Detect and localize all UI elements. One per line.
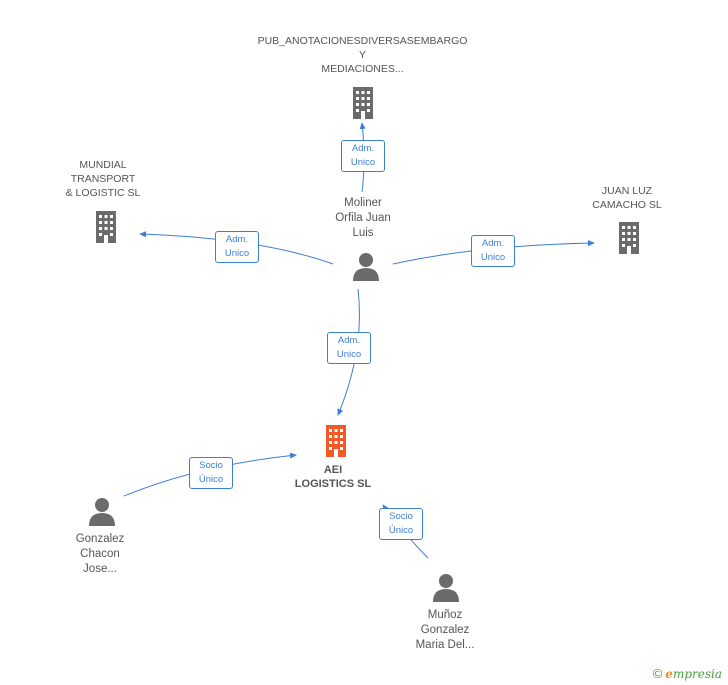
building-icon	[619, 222, 639, 254]
brand-logo-e: e	[665, 667, 673, 681]
edge-label-munoz-aei[interactable]: Socio Único	[379, 508, 423, 540]
building-icon[interactable]	[321, 423, 351, 457]
copyright-symbol: ©	[652, 666, 663, 681]
person-icon[interactable]	[87, 496, 117, 526]
brand-logo-text: mpresia	[672, 667, 722, 681]
node-label-juan-luz[interactable]: JUAN LUZ CAMACHO SL	[592, 185, 662, 211]
building-icon	[353, 87, 373, 119]
person-icon[interactable]	[351, 251, 381, 281]
edge-label-moliner-pub[interactable]: Adm. Unico	[341, 140, 385, 172]
node-label-gonzalez[interactable]: Gonzalez Chacon Jose...	[75, 533, 125, 575]
edge-label-moliner-mundial[interactable]: Adm. Unico	[215, 231, 259, 263]
edge-label-moliner-aei[interactable]: Adm. Unico	[327, 332, 371, 364]
building-icon	[96, 211, 116, 243]
node-label-moliner[interactable]: Moliner Orfila Juan Luis	[335, 197, 391, 239]
node-label-mundial[interactable]: MUNDIAL TRANSPORT & LOGISTIC SL	[65, 159, 141, 199]
node-label-aei[interactable]: AEI LOGISTICS SL	[294, 464, 372, 490]
node-label-pub-anotaciones[interactable]: PUB_ANOTACIONESDIVERSASEMBARGO Y MEDIACI…	[257, 35, 468, 75]
brand-footer: ©empresia	[653, 666, 722, 681]
person-icon[interactable]	[431, 572, 461, 602]
node-label-munoz[interactable]: Muñoz Gonzalez Maria Del...	[415, 609, 475, 651]
edge-label-gonzalez-aei[interactable]: Socio Único	[189, 457, 233, 489]
edge-label-moliner-juan-luz[interactable]: Adm. Unico	[471, 235, 515, 267]
